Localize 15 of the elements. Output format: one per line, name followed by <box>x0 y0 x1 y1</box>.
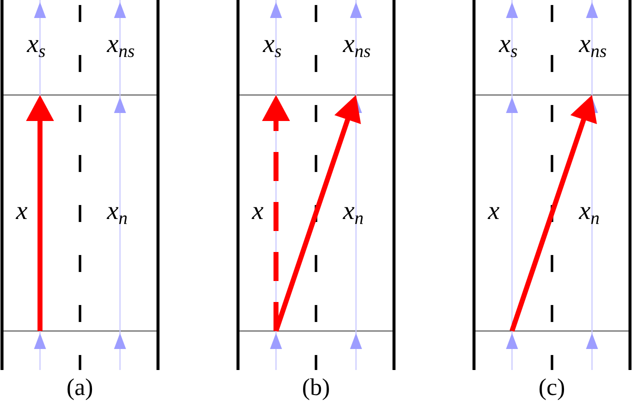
variable-label: x$_{s}$ <box>499 31 518 57</box>
variable-label: x$_{ns}$ <box>579 31 607 57</box>
variable-label: x <box>16 198 28 224</box>
variable-label: x <box>252 198 264 224</box>
panel-caption: (a) <box>66 376 94 400</box>
variable-label: x$_{s}$ <box>263 31 282 57</box>
variable-label: x$_{ns}$ <box>343 31 371 57</box>
panel-caption: (c) <box>538 376 566 400</box>
variable-label: x$_{s}$ <box>27 31 46 57</box>
variable-label: x$_{n}$ <box>107 198 128 224</box>
variable-label: x$_{ns}$ <box>107 31 135 57</box>
variable-label: x <box>488 198 500 224</box>
variable-label: x$_{n}$ <box>343 198 364 224</box>
variable-label: x$_{n}$ <box>579 198 600 224</box>
panel-caption: (b) <box>302 376 330 400</box>
